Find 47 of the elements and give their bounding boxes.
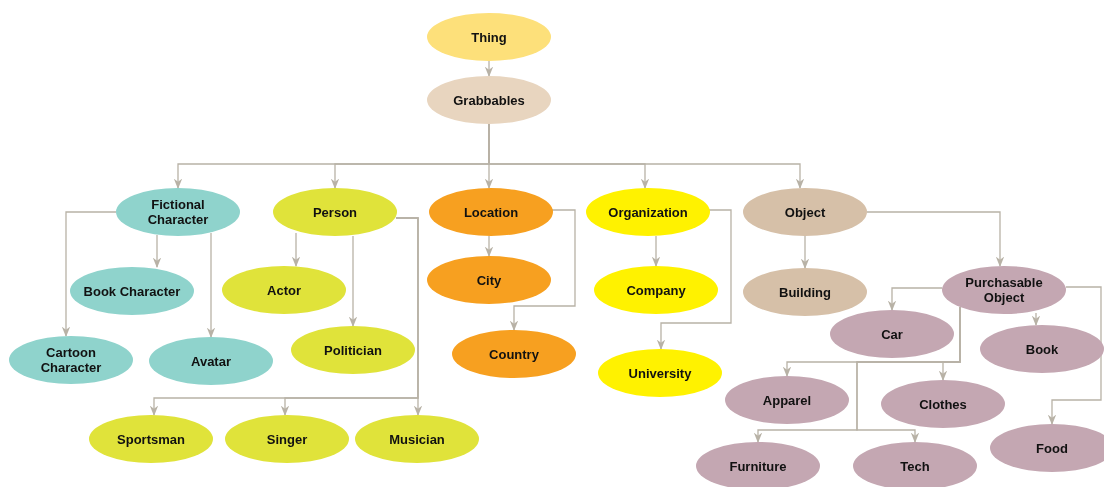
node-label: Singer <box>266 431 308 447</box>
arrow <box>484 60 494 78</box>
node-label: Apparel <box>762 392 812 408</box>
node-label: Building <box>779 284 831 300</box>
node-label: University <box>628 365 692 381</box>
node-label: Location <box>463 204 519 220</box>
arrow <box>61 211 117 338</box>
node-label: City <box>476 272 502 288</box>
category-ellipse <box>291 326 415 374</box>
node-label: Book Character <box>83 283 181 299</box>
arrow <box>887 287 943 312</box>
arrow <box>484 235 494 258</box>
category-ellipse <box>990 424 1104 472</box>
node-label: Car <box>881 326 903 342</box>
arrow <box>651 235 661 268</box>
node-label: Purchasable Object <box>964 275 1044 305</box>
category-ellipse <box>980 325 1104 373</box>
node-label: Avatar <box>191 353 231 369</box>
arrow <box>509 209 576 332</box>
node-label: Actor <box>267 282 301 298</box>
arrow <box>348 235 358 328</box>
arrow <box>800 235 810 270</box>
node-label: Cartoon Character <box>39 345 103 375</box>
arrow <box>291 232 301 268</box>
node-label: Book <box>1025 341 1059 357</box>
node-label: Company <box>626 282 686 298</box>
node-label: Tech <box>900 458 930 474</box>
category-ellipse <box>70 267 194 315</box>
node-label: Thing <box>471 29 507 45</box>
node-label: Object <box>784 204 826 220</box>
node-label: Politician <box>324 342 382 358</box>
node-label: Organization <box>608 204 688 220</box>
arrow <box>866 211 1005 268</box>
node-label: Musician <box>389 431 445 447</box>
node-label: Food <box>1036 440 1068 456</box>
arrow <box>1047 286 1102 426</box>
arrow <box>1031 312 1041 327</box>
node-label: Person <box>312 204 358 220</box>
arrow <box>206 232 216 339</box>
node-label: Clothes <box>919 396 967 412</box>
node-label: Grabbables <box>453 92 525 108</box>
node-label: Country <box>489 346 539 362</box>
node-label: Fictional Character <box>146 197 210 227</box>
node-label: Furniture <box>729 458 787 474</box>
arrow <box>152 234 162 269</box>
node-label: Sportsman <box>117 431 185 447</box>
arrow <box>656 209 732 351</box>
